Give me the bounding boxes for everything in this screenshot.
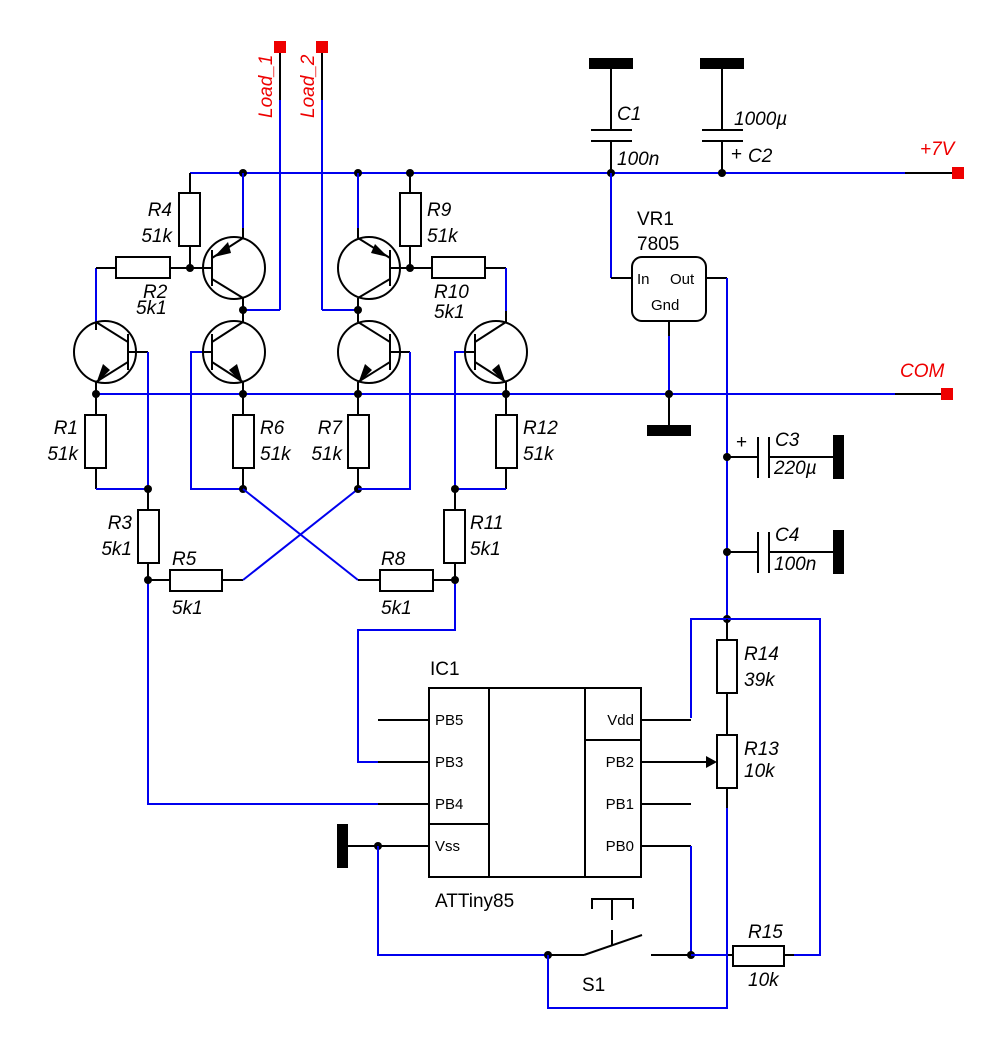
r9-value: 51k <box>427 226 459 247</box>
r1-value: 51k <box>47 444 79 465</box>
r4-value: 51k <box>141 226 173 247</box>
r5-ref: R5 <box>172 549 197 570</box>
load-1-label: Load_1 <box>256 55 277 118</box>
ic1-pin-pb3: PB3 <box>435 754 463 771</box>
resistor-r4: R4 51k <box>141 173 201 268</box>
r13-ref: R13 <box>744 739 779 760</box>
transistor-q4-pnp <box>337 173 401 322</box>
vplus-label: +7V <box>920 139 957 160</box>
vplus-pad[interactable] <box>952 167 964 179</box>
ic1-pin-pb4: PB4 <box>435 796 463 813</box>
transistor-q2-pnp <box>202 173 266 322</box>
resistor-r5: R5 5k1 <box>148 488 359 619</box>
transistor-q6-npn <box>454 311 528 489</box>
ic1-pin-pb2: PB2 <box>606 754 634 771</box>
vr1-pin-out: Out <box>670 271 695 288</box>
load-2-terminal[interactable]: Load_2 <box>298 41 358 311</box>
r6-value: 51k <box>260 444 292 465</box>
potentiometer-r13: R13 10k <box>716 734 779 808</box>
r12-value: 51k <box>523 444 555 465</box>
load-2-pad[interactable] <box>316 41 328 53</box>
r10-ref: R10 <box>434 282 469 303</box>
resistor-r11: R11 5k1 <box>443 489 503 584</box>
c4-value: 100n <box>774 554 816 575</box>
r11-value: 5k1 <box>470 539 501 560</box>
load-2-label: Load_2 <box>298 54 319 118</box>
ic1-pin-pb5: PB5 <box>435 712 463 729</box>
c1-ref: C1 <box>617 104 641 125</box>
r6-ref: R6 <box>260 418 285 439</box>
ic1-part: ATTiny85 <box>435 891 514 912</box>
transistor-q1-npn <box>73 320 149 489</box>
r13-value: 10k <box>744 761 776 782</box>
c3-ref: C3 <box>775 430 800 451</box>
resistor-r6: R6 51k <box>232 394 292 493</box>
r15-value: 10k <box>748 970 780 991</box>
vr1-pin-gnd: Gnd <box>651 297 679 314</box>
resistor-r7: R7 51k <box>311 394 370 493</box>
r11-ref: R11 <box>470 513 503 534</box>
r2-ref: R2 <box>143 282 168 303</box>
capacitor-c1: C1 100n <box>589 58 659 173</box>
com-label: COM <box>900 361 945 382</box>
r12-ref: R12 <box>523 418 558 439</box>
r5-value: 5k1 <box>172 598 203 619</box>
c2-ref: C2 <box>748 146 773 167</box>
vr1-part: 7805 <box>637 234 679 255</box>
resistor-r10: R10 5k1 <box>431 256 507 323</box>
resistor-r1: R1 51k <box>47 394 148 490</box>
r14-value: 39k <box>744 670 776 691</box>
r9-ref: R9 <box>427 200 452 221</box>
r3-value: 5k1 <box>101 539 132 560</box>
com-rail: COM <box>96 361 953 400</box>
r1-ref: R1 <box>54 418 78 439</box>
vplus-rail: +7V <box>190 139 964 179</box>
ic1-pin-vss: Vss <box>435 838 460 855</box>
resistor-r14: R14 39k <box>690 615 821 956</box>
c2-polarity: + <box>731 144 742 165</box>
mcu-ic1: IC1 PB5 PB3 PB4 Vss Vdd PB2 PB1 PB0 ATTi… <box>378 659 717 912</box>
c3-polarity: + <box>736 432 747 453</box>
r8-ref: R8 <box>381 549 406 570</box>
r4-ref: R4 <box>148 200 172 221</box>
r15-ref: R15 <box>748 922 783 943</box>
ic1-pin-vdd: Vdd <box>607 712 634 729</box>
resistor-r15: R15 10k <box>700 922 794 991</box>
r2-value: 5k1 <box>136 298 167 319</box>
ic1-pin-pb0: PB0 <box>606 838 634 855</box>
r10-value: 5k1 <box>434 302 465 323</box>
capacitor-c3: + C3 220µ <box>723 430 844 479</box>
resistor-r8: R8 5k1 <box>358 549 455 619</box>
resistor-r2: R2 5k1 <box>95 256 205 330</box>
com-pad[interactable] <box>941 388 953 400</box>
capacitor-c2: 1000µ + C2 <box>700 58 787 173</box>
c2-value: 1000µ <box>734 109 787 130</box>
regulator-vr1: VR1 7805 In Out Gnd <box>610 173 728 1005</box>
r3-ref: R3 <box>108 513 133 534</box>
s1-ref: S1 <box>582 975 605 996</box>
resistor-r12: R12 51k <box>455 394 558 490</box>
capacitor-c4: C4 100n <box>723 525 844 575</box>
vr1-ref: VR1 <box>637 209 674 230</box>
resistor-r9: R9 51k <box>397 173 459 272</box>
ic1-pin-pb1: PB1 <box>606 796 634 813</box>
c4-ref: C4 <box>775 525 799 546</box>
transistor-q5-npn <box>337 320 411 490</box>
vr1-pin-in: In <box>637 271 650 288</box>
r7-value: 51k <box>311 444 343 465</box>
r14-ref: R14 <box>744 644 779 665</box>
vss-ground-icon <box>337 824 348 868</box>
switch-s1[interactable]: S1 <box>544 808 728 1009</box>
ic1-ref: IC1 <box>430 659 460 680</box>
r7-ref: R7 <box>318 418 344 439</box>
resistor-r3: R3 5k1 <box>101 489 160 584</box>
load-1-pad[interactable] <box>274 41 286 53</box>
transistor-q3-npn <box>190 320 266 490</box>
load-1-terminal[interactable]: Load_1 <box>243 41 286 311</box>
c3-value: 220µ <box>773 458 817 479</box>
c1-value: 100n <box>617 149 659 170</box>
r8-value: 5k1 <box>381 598 412 619</box>
